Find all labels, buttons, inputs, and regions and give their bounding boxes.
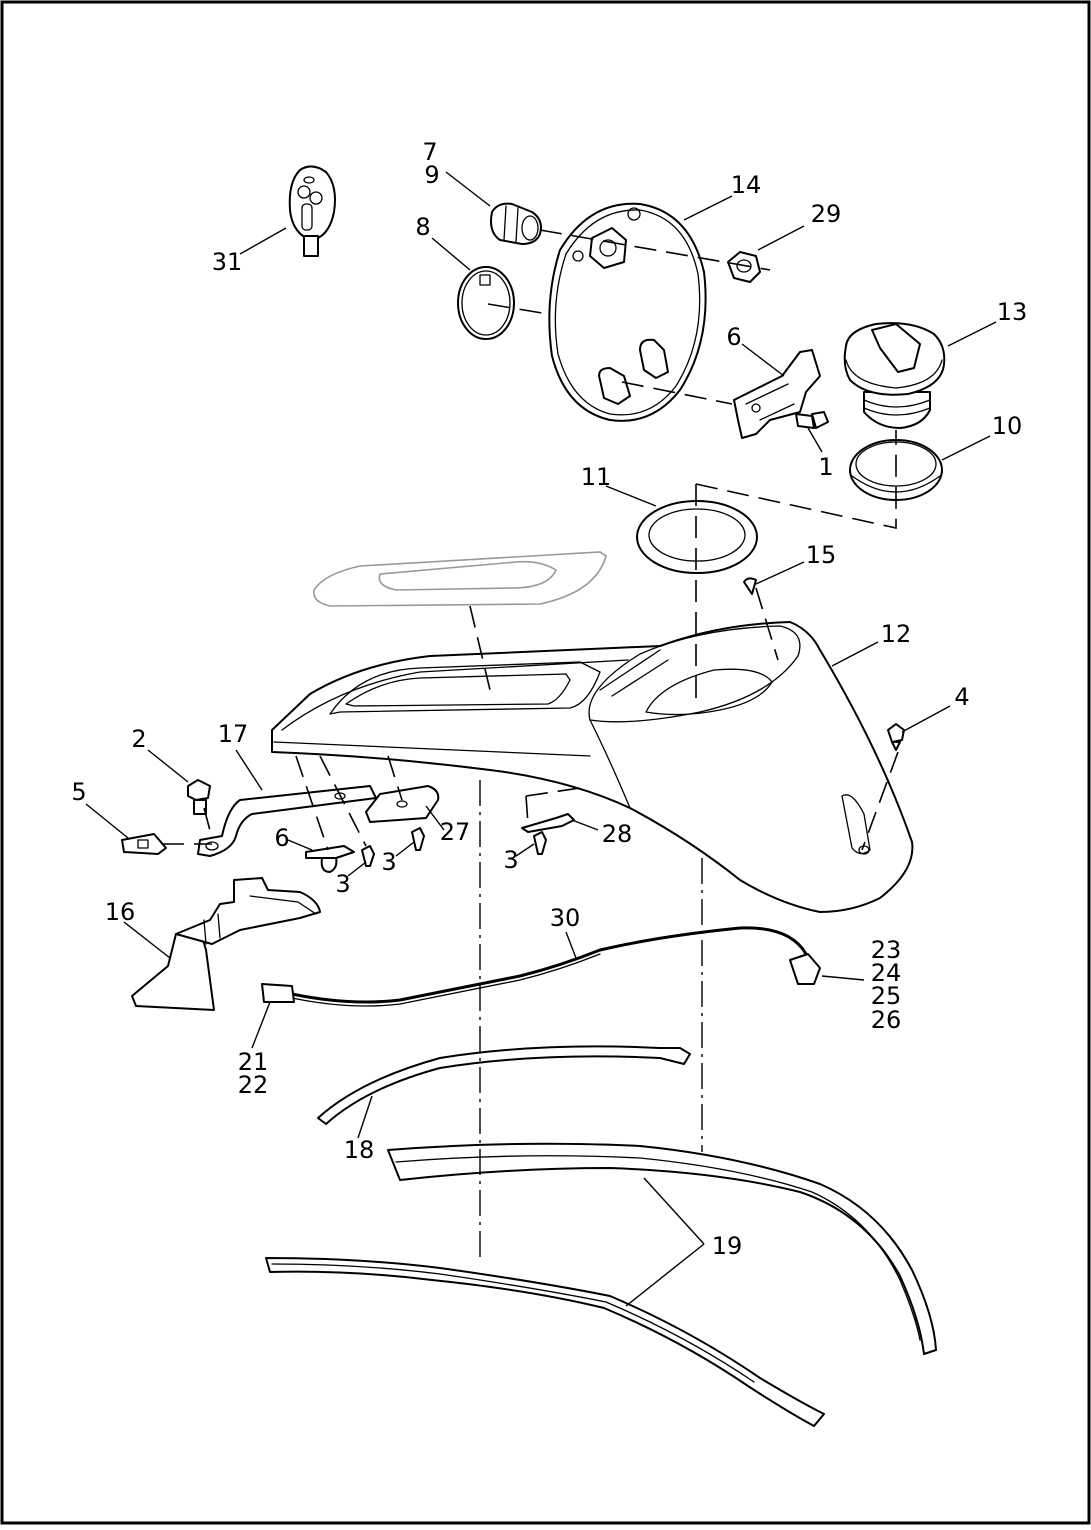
callout-18: 17 [218, 720, 249, 748]
filler-ring-part [636, 500, 758, 574]
retaining-clip-part [305, 845, 355, 873]
callout-17: 16 [105, 898, 136, 926]
callout-16: 15 [806, 541, 837, 569]
clip-nut-part [121, 833, 167, 855]
callout-12: 11 [581, 463, 612, 491]
callout-9: 8 [415, 213, 430, 241]
callout-20: 19 [712, 1232, 743, 1260]
callout-3-a: 3 [335, 870, 350, 898]
latch-bracket-part [733, 349, 821, 439]
callout-27: 27 [440, 818, 471, 846]
callout-19: 18 [344, 1136, 375, 1164]
leader-lines [85, 171, 997, 1307]
fuel-door-plate-part [548, 202, 707, 422]
callout-11: 10 [992, 412, 1023, 440]
callout-26: 26 [871, 1006, 902, 1034]
callout-6: 6 [274, 824, 289, 852]
lock-cylinder-part [490, 202, 542, 245]
plug-part [743, 577, 757, 595]
vent-hose-part [317, 1045, 691, 1125]
mount-plate-part [365, 785, 440, 823]
callout-28: 28 [602, 820, 633, 848]
trim-strip-lower-part [265, 1257, 825, 1427]
mount-bolt-part [187, 779, 211, 815]
side-bracket-part [131, 877, 321, 1011]
trim-strip-upper-part [387, 1142, 937, 1355]
callout-3-b: 3 [381, 848, 396, 876]
callout-labels: 31 7 9 8 14 29 13 6 1 10 11 15 12 4 2 17… [71, 138, 1027, 1260]
callout-25: 25 [871, 982, 902, 1010]
console-insert-ghost [313, 551, 607, 607]
callout-5: 5 [71, 778, 86, 806]
bolt-part [887, 723, 905, 751]
callout-31: 31 [212, 248, 243, 276]
callout-15: 14 [731, 171, 762, 199]
gasket-disc-part [457, 266, 515, 340]
callout-4: 4 [954, 683, 969, 711]
callout-30: 30 [550, 904, 581, 932]
key-fob-part [288, 165, 336, 257]
callout-2: 2 [131, 725, 146, 753]
callout-13: 12 [881, 620, 912, 648]
callout-3-c: 3 [503, 846, 518, 874]
callout-22: 22 [238, 1071, 269, 1099]
screw-c-part [533, 831, 547, 855]
fuel-cap-part [843, 322, 946, 429]
callout-10: 9 [424, 161, 439, 189]
screw-part [795, 411, 829, 429]
spring-clip-part [521, 813, 575, 833]
callout-7: 6 [726, 323, 741, 351]
callout-24: 24 [871, 959, 902, 987]
screw-b-part [411, 827, 425, 851]
callout-29: 29 [811, 200, 842, 228]
hex-nut-part [727, 251, 761, 283]
wire-harness-part [261, 926, 821, 1007]
callout-8: 7 [422, 138, 437, 166]
tank-console-part [271, 621, 914, 913]
callout-21: 21 [238, 1048, 269, 1076]
assembly-lines [162, 229, 899, 1262]
callout-1: 1 [818, 453, 833, 481]
callout-14: 13 [997, 298, 1028, 326]
mount-bracket-part [197, 785, 377, 857]
callout-23: 23 [871, 936, 902, 964]
